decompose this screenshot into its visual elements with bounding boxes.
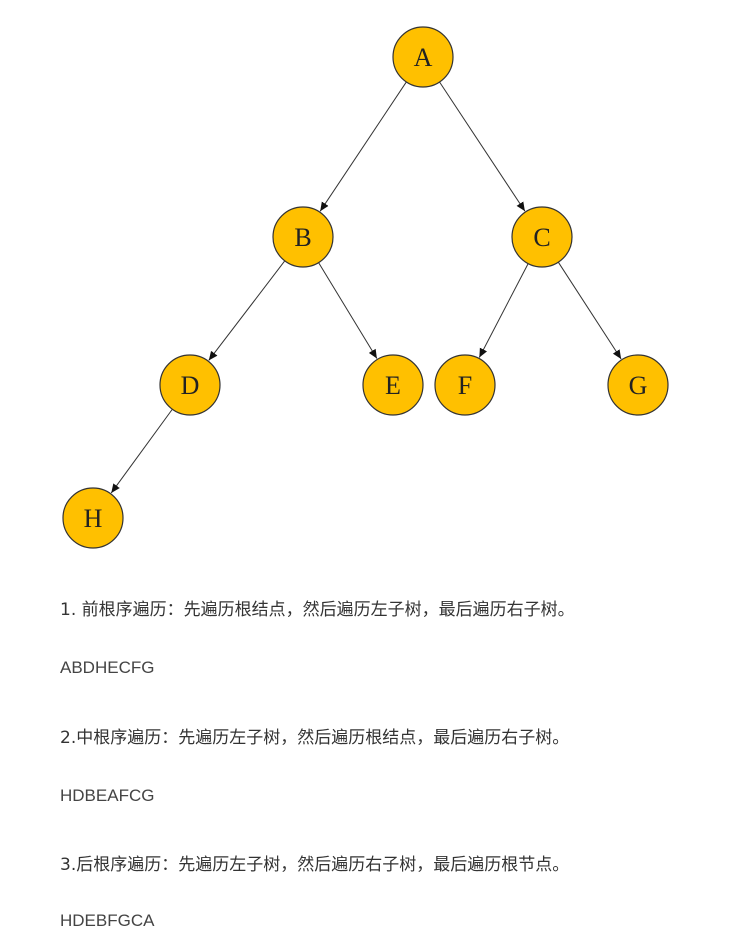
node-circle	[434, 354, 496, 416]
node-circle	[159, 354, 221, 416]
edge-D-H	[110, 408, 173, 494]
node-circle	[511, 206, 573, 268]
node-circle	[392, 26, 454, 88]
node-C: C	[511, 206, 573, 268]
node-label: H	[84, 504, 103, 533]
node-D: D	[159, 354, 221, 416]
node-label: G	[629, 371, 648, 400]
edge-C-G	[557, 261, 622, 360]
node-H: H	[62, 487, 124, 549]
edge-C-F	[478, 263, 529, 358]
node-A: A	[392, 26, 454, 88]
node-F: F	[434, 354, 496, 416]
node-label: B	[294, 223, 311, 252]
node-label: F	[458, 371, 472, 400]
edge-A-B	[319, 81, 407, 212]
node-E: E	[362, 354, 424, 416]
edge-A-C	[439, 81, 526, 212]
inorder-description: 2.中根序遍历：先遍历左子树，然后遍历根结点，最后遍历右子树。	[60, 728, 570, 748]
node-label: E	[385, 371, 401, 400]
binary-tree-diagram: A B C D E F G H	[62, 26, 669, 549]
node-B: B	[272, 206, 334, 268]
node-label: C	[533, 223, 550, 252]
inorder-sequence: HDBEAFCG	[60, 786, 155, 805]
preorder-sequence: ABDHECFG	[60, 658, 155, 677]
node-circle	[62, 487, 124, 549]
node-circle	[607, 354, 669, 416]
postorder-sequence: HDEBFGCA	[60, 911, 155, 930]
postorder-description: 3.后根序遍历：先遍历左子树，然后遍历右子树，最后遍历根节点。	[60, 855, 570, 875]
node-circle	[362, 354, 424, 416]
edge-B-E	[318, 262, 378, 359]
node-circle	[272, 206, 334, 268]
preorder-description: 1. 前根序遍历：先遍历根结点，然后遍历左子树，最后遍历右子树。	[60, 600, 575, 620]
node-label: D	[181, 371, 200, 400]
edge-B-D	[208, 260, 286, 361]
node-label: A	[414, 43, 433, 72]
node-G: G	[607, 354, 669, 416]
